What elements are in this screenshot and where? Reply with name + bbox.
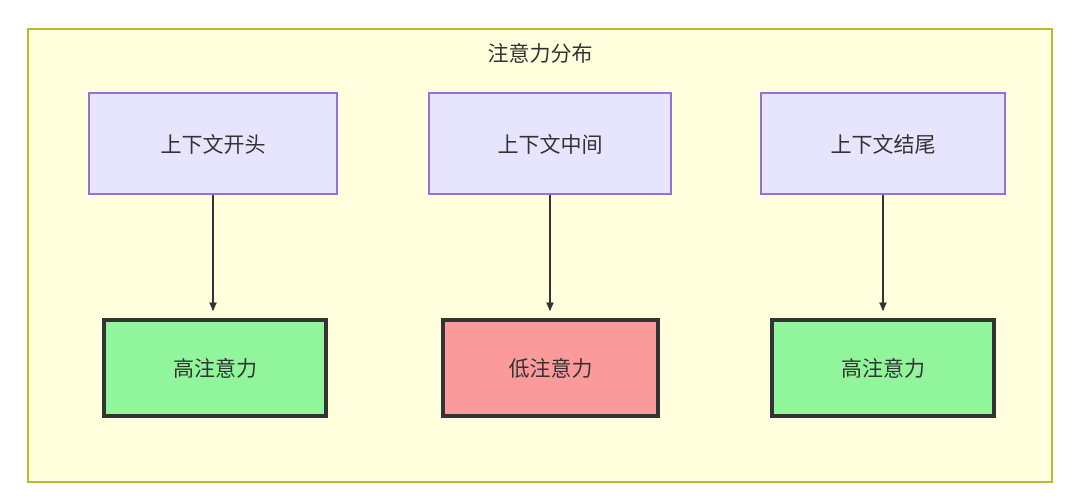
node-attention-middle[interactable]: 低注意力 (441, 318, 660, 418)
node-context-middle[interactable]: 上下文中间 (428, 92, 672, 195)
node-label: 低注意力 (508, 358, 593, 381)
node-attention-start[interactable]: 高注意力 (102, 318, 328, 418)
node-label: 上下文开头 (160, 133, 266, 157)
cluster-title: 注意力分布 (487, 43, 593, 66)
node-label: 上下文结尾 (830, 133, 936, 157)
node-context-end[interactable]: 上下文结尾 (760, 92, 1006, 195)
node-label: 高注意力 (841, 358, 925, 381)
node-context-start[interactable]: 上下文开头 (88, 92, 338, 195)
node-label: 高注意力 (173, 358, 257, 381)
node-attention-end[interactable]: 高注意力 (770, 318, 996, 418)
node-label: 上下文中间 (497, 133, 603, 157)
